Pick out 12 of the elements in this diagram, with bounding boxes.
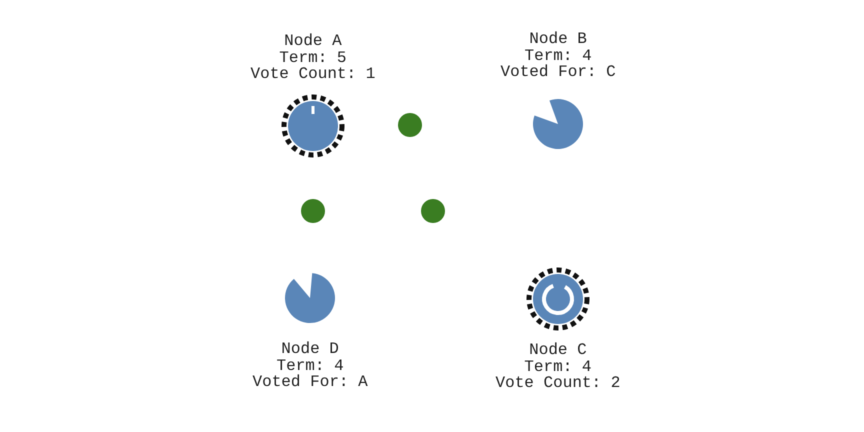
node-label: Vote Count: 1 xyxy=(250,66,376,82)
node-label: Node D xyxy=(280,341,340,358)
node-label: Vote Count: 2 xyxy=(496,375,620,392)
node-label: Node C xyxy=(528,342,588,358)
node-label: Term: 5 xyxy=(278,50,348,66)
node-label: Term: 4 xyxy=(524,48,593,64)
node-label: Voted For: C xyxy=(500,64,616,80)
node-label: Voted For: A xyxy=(252,374,368,390)
node-label: Node B xyxy=(528,31,588,48)
node-label: Term: 4 xyxy=(276,358,345,374)
node-label: Term: 4 xyxy=(523,358,593,375)
node-label: Node A xyxy=(283,33,343,50)
